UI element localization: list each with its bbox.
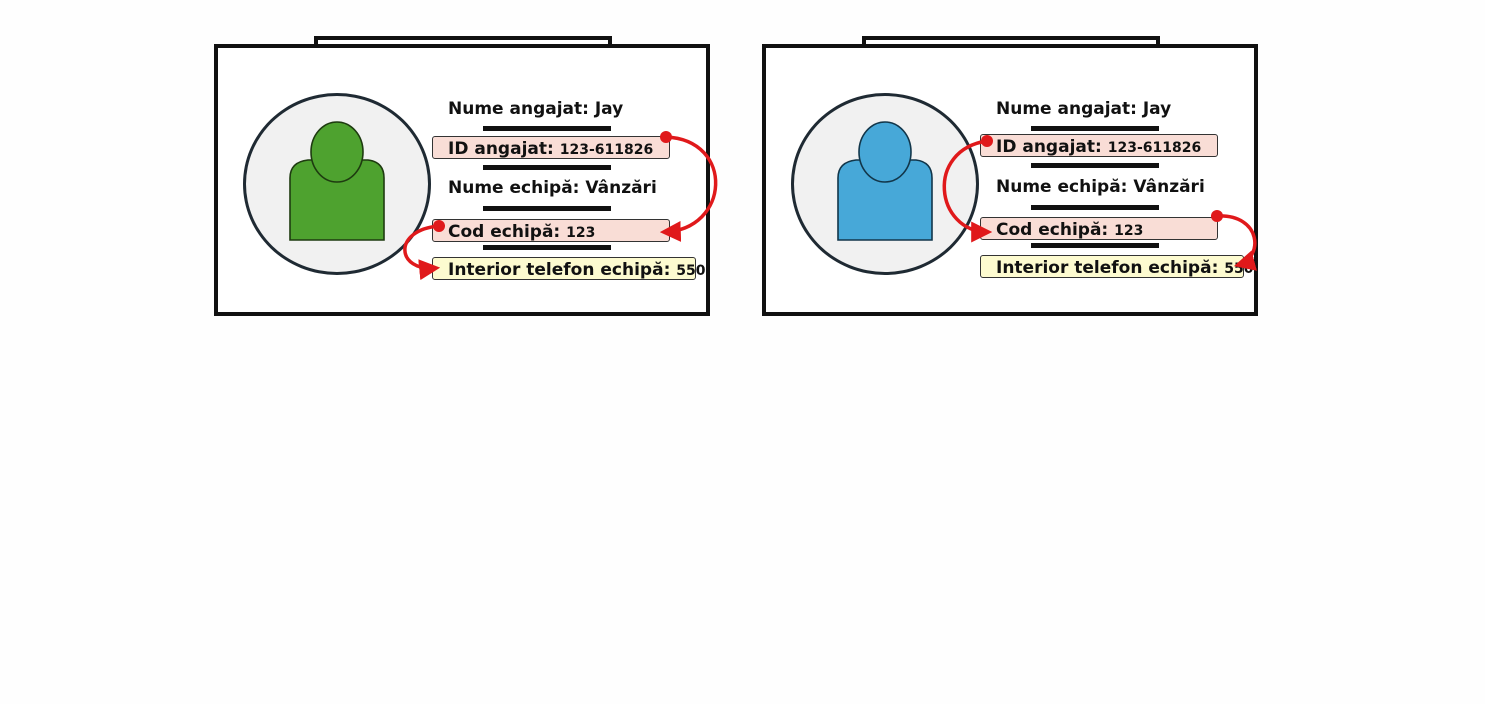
employee-id-value: 123-611826 [559,142,654,158]
avatar-right [791,93,979,275]
team-name-label: Nume echipă: [448,178,580,198]
employee-name-field: Nume angajat: Jay [996,98,1171,120]
divider [1031,126,1159,131]
divider [1031,243,1159,248]
person-icon [289,121,385,241]
team-phone-field: Interior telefon echipă: 550 [448,259,706,282]
employee-name-value: Jay [1142,99,1172,119]
team-code-label: Cod echipă: [448,222,561,242]
divider [483,126,611,131]
employee-id-label: ID angajat: [448,139,554,159]
team-name-value: Vânzări [585,178,657,198]
team-phone-value: 550 [676,263,706,279]
employee-name-label: Nume angajat: [996,99,1137,119]
employee-name-field: Nume angajat: Jay [448,98,623,120]
team-name-field: Nume echipă: Vânzări [996,176,1205,198]
employee-id-label: ID angajat: [996,137,1102,157]
badge-card-right: Nume angajat: Jay ID angajat: 123-611826… [762,44,1258,316]
team-name-value: Vânzări [1133,177,1205,197]
divider [483,206,611,211]
team-phone-field: Interior telefon echipă: 550 [996,257,1254,280]
employee-id-field: ID angajat: 123-611826 [448,138,653,161]
employee-name-value: Jay [594,99,624,119]
divider [483,245,611,250]
avatar-left [243,93,431,275]
person-head [858,121,912,183]
person-icon [837,121,933,241]
team-code-field: Cod echipă: 123 [996,219,1143,242]
divider [1031,163,1159,168]
badge-card-left: Nume angajat: Jay ID angajat: 123-611826… [214,44,710,316]
divider [1031,205,1159,210]
employee-id-field: ID angajat: 123-611826 [996,136,1201,159]
team-code-label: Cod echipă: [996,220,1109,240]
team-phone-label: Interior telefon echipă: [996,258,1219,278]
team-code-field: Cod echipă: 123 [448,221,595,244]
person-head [310,121,364,183]
employee-name-label: Nume angajat: [448,99,589,119]
team-phone-value: 550 [1224,261,1254,277]
team-phone-label: Interior telefon echipă: [448,260,671,280]
team-code-value: 123 [566,225,596,241]
team-name-label: Nume echipă: [996,177,1128,197]
divider [483,165,611,170]
employee-id-value: 123-611826 [1107,140,1202,156]
team-name-field: Nume echipă: Vânzări [448,177,657,199]
team-code-value: 123 [1114,223,1144,239]
